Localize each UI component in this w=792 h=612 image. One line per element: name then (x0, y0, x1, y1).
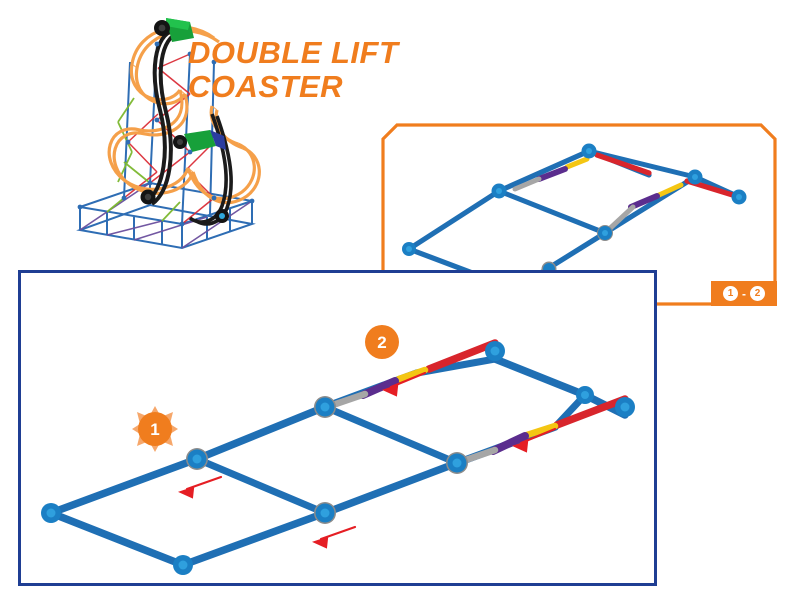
step-badge-2-number: 2 (365, 325, 399, 359)
step-badge-2: 2 (365, 325, 399, 359)
step-range-from: 1 (723, 286, 738, 301)
step-result-inset: 1 - 2 (381, 123, 777, 306)
step-badge-1: 1 (132, 406, 178, 452)
step-range-separator: - (742, 286, 746, 301)
step-range-to: 2 (750, 286, 765, 301)
page-title: DOUBLE LIFT COASTER (188, 35, 399, 104)
assembly-instruction-panel (18, 270, 657, 586)
step-range-badge: 1 - 2 (711, 281, 777, 306)
roller-coaster-model-photo (62, 2, 262, 260)
main-assembly-diagram (41, 339, 635, 575)
step-badge-1-number: 1 (138, 412, 172, 446)
